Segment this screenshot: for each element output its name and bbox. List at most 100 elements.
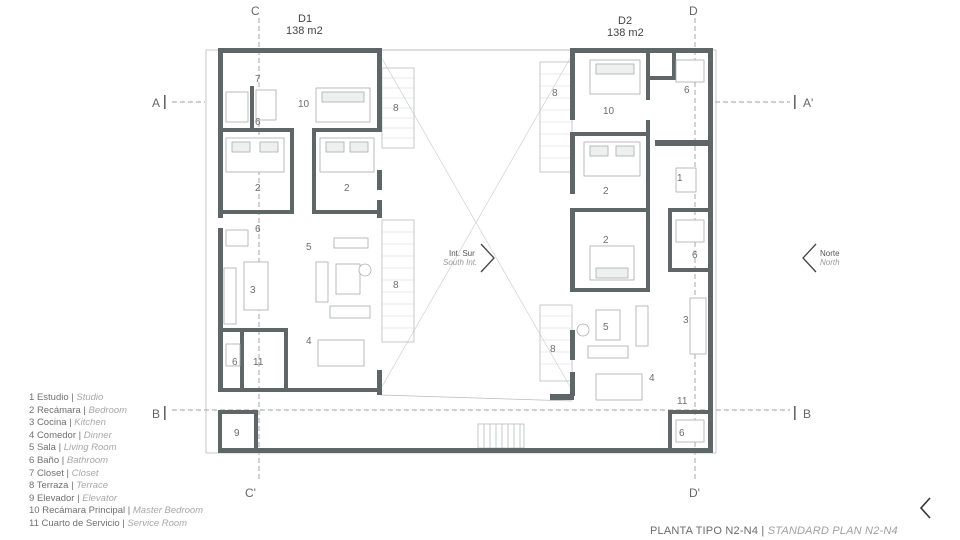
room-number: 8 bbox=[552, 88, 558, 99]
legend-label-en: Bedroom bbox=[88, 404, 128, 416]
legend-label-en: Elevator bbox=[82, 492, 118, 504]
room-number: 6 bbox=[255, 224, 261, 235]
legend-separator: | bbox=[55, 442, 64, 454]
room-number: 6 bbox=[684, 85, 690, 96]
legend-label-en: Kitchen bbox=[74, 417, 106, 429]
legend-label-es: Baño bbox=[36, 454, 60, 466]
room-number: 5 bbox=[306, 242, 312, 253]
legend-separator: | bbox=[125, 505, 133, 517]
legend-label-es: Closet bbox=[36, 467, 64, 479]
room-number: 8 bbox=[393, 103, 399, 114]
axis-label-b-left: B bbox=[152, 407, 160, 421]
legend-item: 4 Comedor | Dinner bbox=[29, 430, 203, 443]
legend-label-en: Dinner bbox=[83, 429, 112, 441]
legend-item: 1 Estudio | Studio bbox=[29, 392, 203, 405]
legend-number: 2 bbox=[29, 404, 35, 416]
north-orientation: Norte North bbox=[802, 243, 840, 273]
legend-number: 5 bbox=[29, 442, 35, 454]
unit-d2-name: D2 bbox=[618, 15, 632, 27]
axis-label-d-top: D bbox=[689, 4, 698, 18]
legend-label-en: Master Bedroom bbox=[132, 505, 204, 517]
unit-d1-name: D1 bbox=[298, 13, 312, 25]
room-number: 3 bbox=[683, 315, 689, 326]
legend-item: 6 Baño | Bathroom bbox=[29, 455, 203, 468]
axis-marker-b-left bbox=[164, 406, 166, 420]
legend-label-en: Closet bbox=[71, 467, 99, 479]
unit-d2-area: 138 m2 bbox=[607, 27, 644, 39]
legend-number: 6 bbox=[29, 454, 35, 466]
axis-label-b-right: B bbox=[803, 407, 811, 421]
room-labels-d1: 7 10 6 8 2 2 6 5 3 8 4 6 11 9 bbox=[232, 74, 399, 439]
room-number: 5 bbox=[603, 322, 609, 333]
legend-number: 1 bbox=[29, 392, 35, 403]
chevron-left-icon bbox=[919, 497, 931, 519]
legend-item: 7 Closet | Closet bbox=[29, 468, 203, 481]
axis-label-a-right: A' bbox=[803, 96, 813, 110]
legend-label-es: Estudio bbox=[36, 392, 69, 403]
room-number: 11 bbox=[677, 396, 688, 407]
legend-label-es: Recámara bbox=[36, 404, 81, 416]
legend-number: 10 bbox=[29, 505, 40, 517]
walls-d1 bbox=[218, 48, 712, 453]
axis-label-d-bottom: D' bbox=[689, 486, 700, 500]
legend-item: 11 Cuarto de Servicio | Service Room bbox=[29, 518, 203, 531]
legend-separator: | bbox=[80, 404, 89, 416]
legend-separator: | bbox=[68, 392, 77, 403]
axis-label-c-bottom: C' bbox=[245, 486, 256, 500]
furniture-d1 bbox=[223, 87, 375, 367]
legend-label-es: Sala bbox=[36, 442, 56, 454]
room-number: 6 bbox=[679, 428, 685, 439]
room-number: 10 bbox=[298, 99, 310, 110]
axis-marker-a-right bbox=[794, 95, 796, 109]
legend-item: 3 Cocina | Kitchen bbox=[29, 417, 203, 430]
axis-label-a-left: A bbox=[152, 96, 160, 110]
furniture-d2 bbox=[576, 59, 707, 443]
legend-separator: | bbox=[76, 429, 84, 441]
room-number: 7 bbox=[255, 74, 261, 85]
legend-item: 10 Recámara Principal | Master Bedroom bbox=[29, 505, 203, 518]
legend-label-es: Elevador bbox=[36, 492, 75, 504]
legend-number: 3 bbox=[29, 417, 35, 429]
room-number: 2 bbox=[603, 186, 609, 197]
room-number: 1 bbox=[677, 173, 683, 184]
stairs bbox=[477, 423, 525, 449]
legend-number: 7 bbox=[29, 467, 35, 479]
legend-label-en: Bathroom bbox=[66, 454, 109, 466]
legend-number: 4 bbox=[29, 429, 35, 441]
legend-label-es: Cocina bbox=[36, 417, 67, 429]
north-label-en: North bbox=[820, 258, 840, 267]
room-number: 2 bbox=[603, 235, 609, 246]
plan-title-separator: | bbox=[758, 525, 768, 537]
room-number: 2 bbox=[255, 183, 261, 194]
room-number: 2 bbox=[344, 183, 350, 194]
legend-label-es: Recámara Principal bbox=[42, 505, 126, 517]
legend-label-es: Comedor bbox=[36, 429, 77, 441]
legend-label-en: Living Room bbox=[63, 442, 117, 454]
north-label: Norte bbox=[820, 249, 840, 258]
legend-separator: | bbox=[119, 517, 128, 529]
south-label-en: South Int. bbox=[443, 258, 477, 267]
legend-number: 11 bbox=[29, 517, 39, 529]
axis-marker-b-right bbox=[794, 406, 796, 420]
south-label: Int. Sur bbox=[449, 249, 475, 258]
legend-label-en: Terrace bbox=[76, 480, 109, 492]
south-orientation: Int. Sur South Int. bbox=[443, 243, 495, 273]
legend-item: 2 Recámara | Bedroom bbox=[29, 405, 203, 418]
room-number: 3 bbox=[250, 285, 256, 296]
room-number: 8 bbox=[393, 280, 399, 291]
plan-title: PLANTA TIPO N2-N4 | STANDARD PLAN N2-N4 bbox=[650, 525, 898, 537]
plan-title-en: STANDARD PLAN N2-N4 bbox=[767, 525, 898, 537]
legend-separator: | bbox=[68, 480, 77, 492]
room-number: 11 bbox=[253, 357, 264, 368]
back-button[interactable] bbox=[918, 497, 934, 519]
legend-number: 9 bbox=[29, 492, 35, 504]
walls-d2 bbox=[550, 48, 713, 453]
legend-label-en: Service Room bbox=[127, 517, 188, 529]
legend-separator: | bbox=[59, 454, 67, 466]
legend-separator: | bbox=[74, 492, 83, 504]
room-number: 4 bbox=[649, 373, 655, 384]
plan-title-es: PLANTA TIPO N2-N4 bbox=[650, 525, 759, 537]
axis-marker-a-left bbox=[164, 95, 166, 109]
